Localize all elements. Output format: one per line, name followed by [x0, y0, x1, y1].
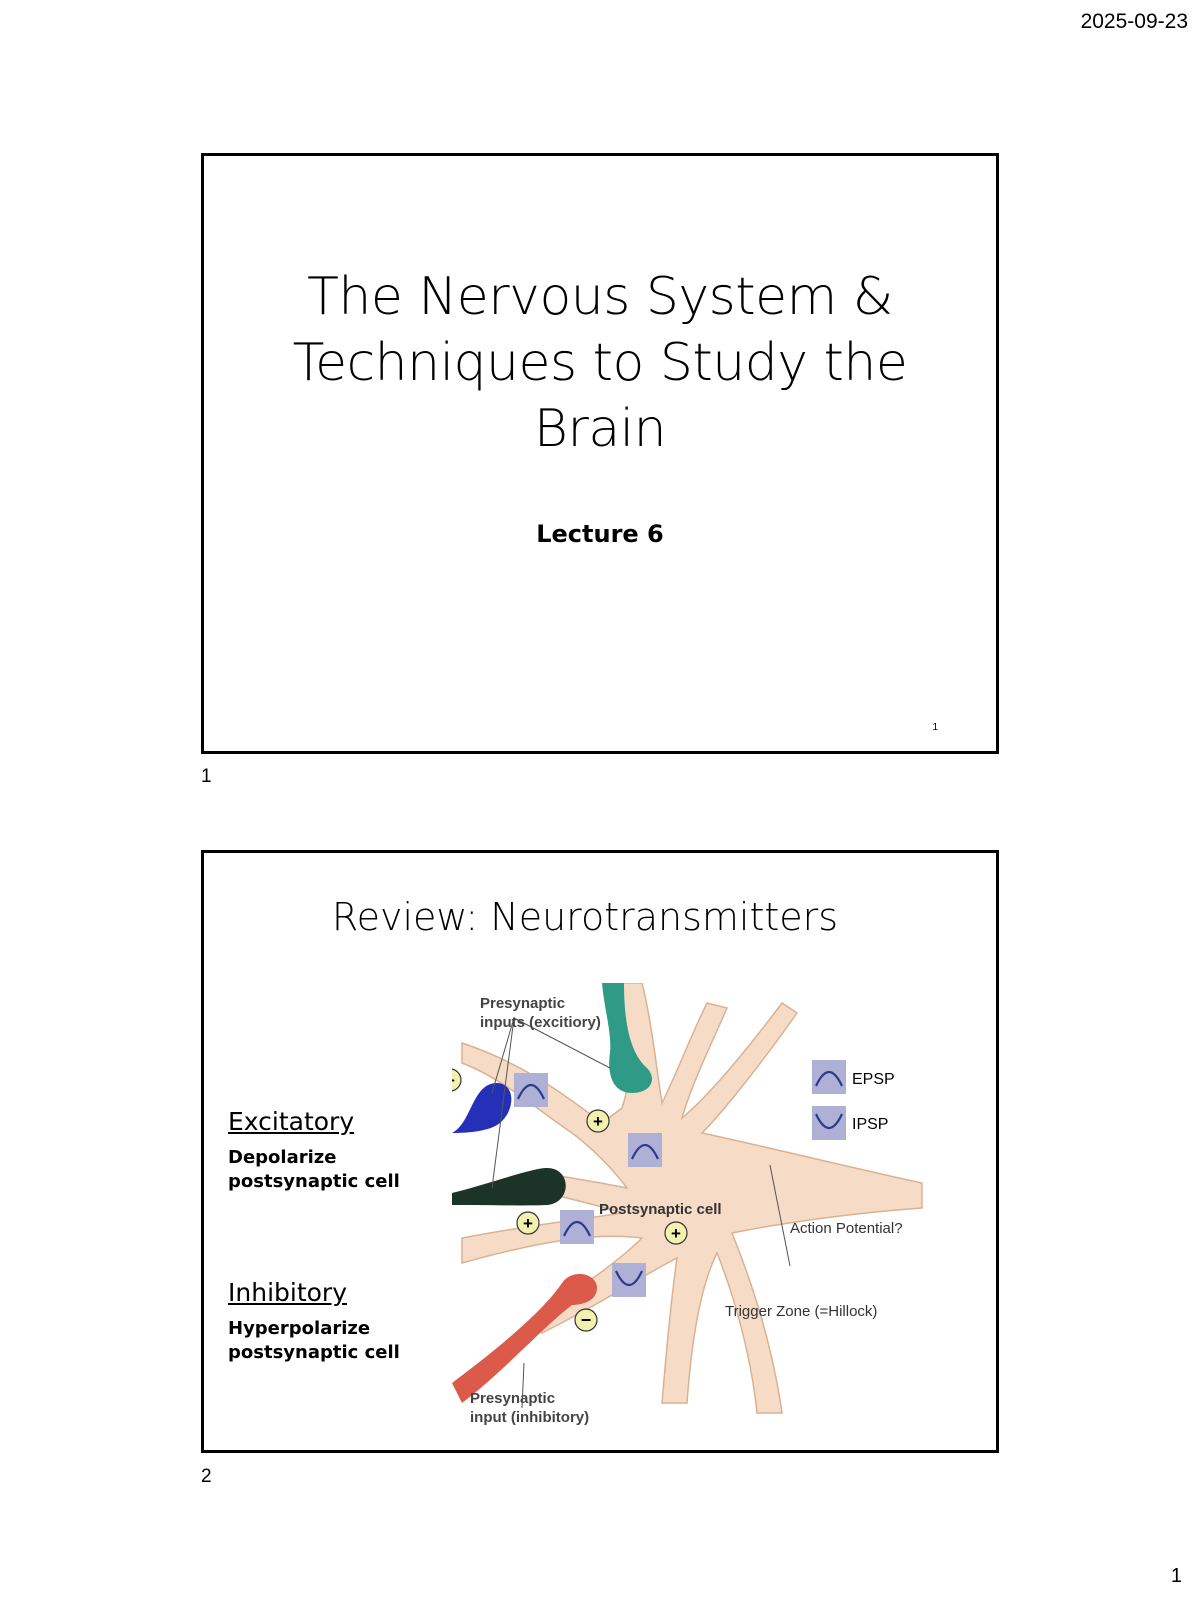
trigger-zone-label: Trigger Zone (=Hillock): [725, 1303, 877, 1320]
legend-ipsp-icon: [810, 1104, 848, 1142]
slide-1-number: 1: [932, 722, 938, 733]
postsynaptic-cell-label: Postsynaptic cell: [599, 1201, 722, 1218]
presynaptic-inhibitory-label-2: input (inhibitory): [470, 1409, 589, 1426]
epsp-box: [626, 1131, 664, 1169]
callout-lines: [491, 1017, 791, 1409]
plus-sign: +: [452, 1071, 455, 1090]
psp-legend: EPSP IPSP: [810, 1058, 895, 1142]
inhibitory-text: Hyperpolarize postsynaptic cell: [228, 1318, 400, 1363]
plus-sign: +: [523, 1214, 533, 1233]
excitatory-heading: Excitatory: [228, 1107, 355, 1136]
slide-1-title: The Nervous System & Techniques to Study…: [204, 264, 996, 462]
inhibitory-block: Inhibitory Hyperpolarize postsynaptic ce…: [228, 1278, 428, 1365]
excitatory-block: Excitatory Depolarize postsynaptic cell: [228, 1107, 428, 1194]
plus-sign: +: [593, 1112, 603, 1131]
presynaptic-excitatory-label-1: Presynaptic: [480, 995, 565, 1012]
presynaptic-excitatory-label-2: inputs (excitiory): [480, 1014, 601, 1031]
postsynaptic-cell-shape: [461, 983, 923, 1414]
slide-2[interactable]: Review: Neurotransmitters Excitatory Dep…: [201, 850, 999, 1453]
title-line: The Nervous System &: [307, 267, 893, 327]
blue-excitatory-terminal: [452, 1083, 512, 1133]
sign-markers: + + + + −: [452, 1068, 688, 1332]
presynaptic-inhibitory-label-1: Presynaptic: [470, 1390, 555, 1407]
legend-ipsp-label: IPSP: [852, 1116, 888, 1133]
excitatory-text: Depolarize postsynaptic cell: [228, 1147, 400, 1192]
slide-1[interactable]: The Nervous System & Techniques to Study…: [201, 153, 999, 754]
neuron-synapse-diagram: EPSP IPSP + + + + − Presynaptic inputs (…: [452, 983, 923, 1426]
red-inhibitory-terminal: [452, 1273, 597, 1403]
legend-epsp-icon: [810, 1058, 848, 1096]
legend-epsp-label: EPSP: [852, 1071, 895, 1088]
epsp-box: [558, 1208, 596, 1246]
ipsp-box: [610, 1261, 648, 1299]
teal-excitatory-terminal: [602, 983, 652, 1093]
page-date: 2025-09-23: [1080, 10, 1188, 33]
slide-1-index: 1: [201, 766, 212, 787]
epsp-box: [512, 1071, 550, 1109]
slide-2-index: 2: [201, 1466, 212, 1487]
plus-sign: +: [671, 1224, 681, 1243]
dark-excitatory-terminal: [452, 1168, 566, 1206]
title-line: Techniques to Study the: [292, 333, 908, 393]
slide-2-title: Review: Neurotransmitters: [331, 895, 839, 939]
slide-1-subtitle: Lecture 6: [536, 520, 664, 548]
action-potential-label: Action Potential?: [790, 1220, 903, 1237]
page-number: 1: [1170, 1565, 1182, 1587]
minus-sign: −: [581, 1310, 592, 1330]
inhibitory-heading: Inhibitory: [228, 1278, 347, 1307]
title-line: Brain: [533, 399, 667, 459]
